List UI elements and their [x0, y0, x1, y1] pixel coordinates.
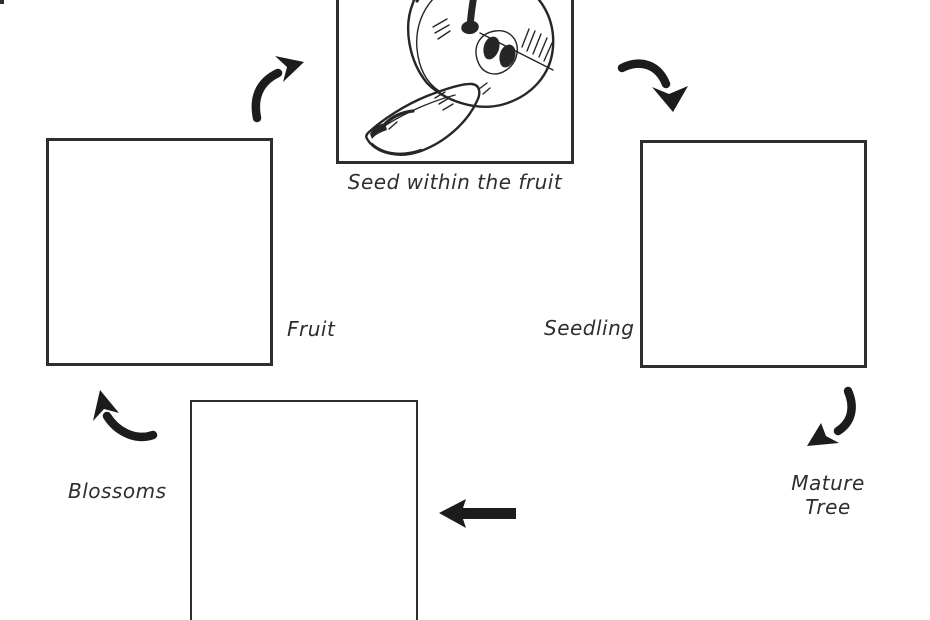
seed-caption-label: Seed within the fruit [347, 170, 563, 194]
seedling-box [640, 140, 867, 368]
mature-tree-label-line1: Mature [791, 471, 865, 495]
arrow-fruit-to-seed [251, 56, 304, 123]
arrow-seed-to-seedling [617, 59, 688, 112]
fruit-box [46, 138, 273, 366]
blossoms-box [190, 400, 418, 620]
arrow-seedling-to-mature-tree [807, 386, 856, 446]
mature-tree-label: Mature Tree [786, 471, 870, 519]
seedling-label: Seedling [544, 316, 635, 340]
blossoms-label: Blossoms [68, 479, 167, 503]
apple-sketch-illustration [365, 0, 555, 156]
fruit-label: Fruit [287, 317, 336, 341]
mature-tree-label-line2: Tree [805, 495, 851, 519]
arrow-blossoms-to-fruit [93, 390, 158, 442]
seed-box [336, 0, 574, 164]
mature-tree-box [0, 0, 4, 4]
arrow-mature-tree-to-blossoms [439, 499, 516, 528]
